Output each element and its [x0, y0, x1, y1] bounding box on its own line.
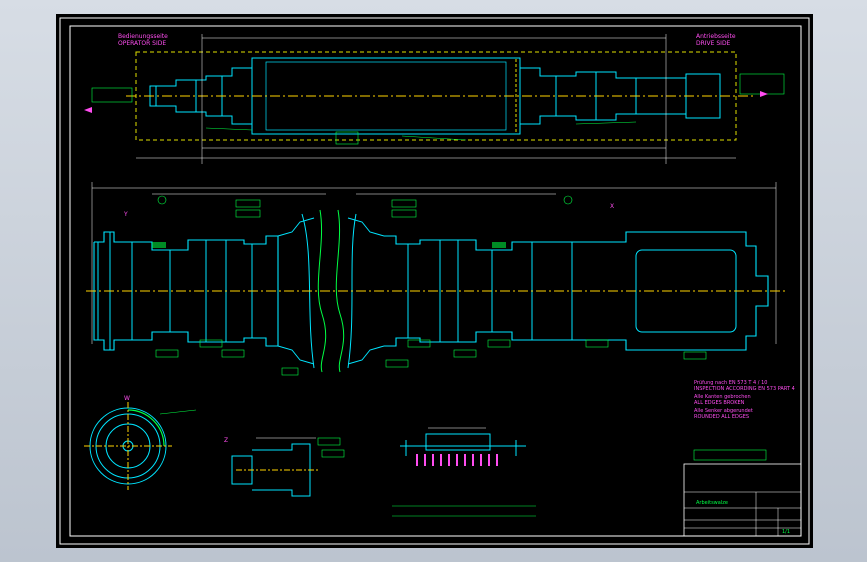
- note-line-6: ROUNDED ALL EDGES: [694, 414, 749, 420]
- note-line-1: Prüfung nach EN 573 T 4 / 10: [694, 380, 767, 386]
- detail-schematic: [392, 427, 536, 517]
- top-view-assembly: [84, 34, 785, 164]
- outer-border: [59, 17, 810, 545]
- view-label-x: X: [610, 203, 614, 210]
- drive-side-en: DRIVE SIDE: [696, 40, 731, 47]
- title-block-name: Arbeitswalze: [696, 500, 728, 506]
- detail-view-z: [231, 437, 345, 497]
- inner-border: [69, 25, 802, 537]
- note-line-4: ALL EDGES BROKEN: [694, 400, 745, 406]
- drive-side-de: Antriebsseite: [696, 33, 736, 40]
- view-label-w: W: [124, 395, 130, 402]
- note-line-5: Alle Senker abgerundet: [694, 408, 753, 414]
- general-notes: Prüfung nach EN 573 T 4 / 10 INSPECTION …: [694, 380, 795, 420]
- note-line-3: Alle Kanten gebrochen: [694, 394, 751, 400]
- main-roll-view: [86, 182, 786, 376]
- operator-side-de: Bedienungsseite: [118, 33, 168, 40]
- note-line-2: INSPECTION ACCORDING EN 573 PART 4: [694, 386, 795, 392]
- operator-side-en: OPERATOR SIDE: [118, 40, 166, 47]
- view-label-y: Y: [123, 211, 128, 218]
- detail-view-circle: [84, 402, 197, 490]
- cad-drawing: Bedienungsseite OPERATOR SIDE Antriebsse…: [59, 17, 810, 545]
- drawing-sheet[interactable]: Bedienungsseite OPERATOR SIDE Antriebsse…: [56, 14, 813, 548]
- view-label-z: Z: [224, 437, 228, 444]
- title-block: [683, 449, 802, 537]
- title-block-sheet: 1/1: [782, 529, 790, 535]
